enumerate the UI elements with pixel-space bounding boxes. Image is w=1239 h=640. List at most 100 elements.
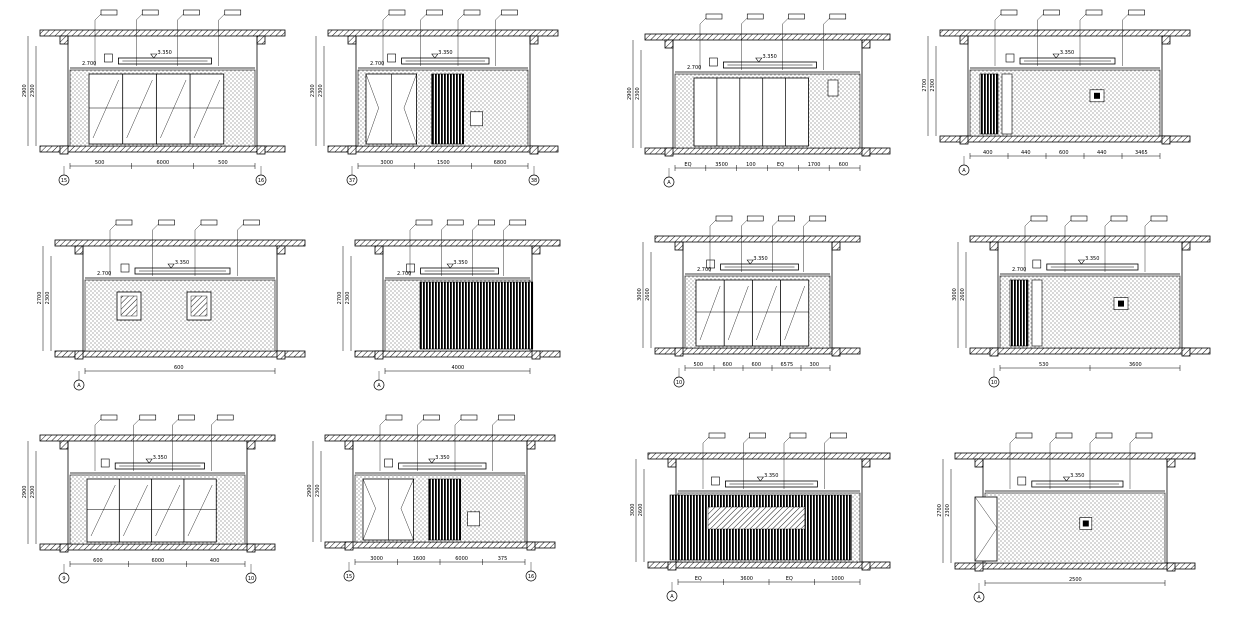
material-tag <box>1150 215 1168 222</box>
ceiling-trough <box>1046 263 1139 271</box>
wall-art-inner <box>1094 92 1100 99</box>
width-dimension: 1000 <box>831 576 844 582</box>
leader-line <box>454 418 462 426</box>
glass-reflection <box>155 484 181 537</box>
width-dimension: 6575 <box>781 362 794 368</box>
door-frame <box>1031 279 1043 347</box>
column-stub <box>374 350 384 360</box>
column-stub <box>664 39 674 49</box>
door <box>974 496 998 562</box>
glass-reflection <box>728 285 749 341</box>
ceiling-level-label: 3.350 <box>453 260 467 266</box>
height-dimension: 2300 <box>310 84 316 97</box>
column-stub <box>276 350 286 360</box>
leader-line <box>136 13 143 21</box>
axis-bubble <box>255 174 267 186</box>
shelving <box>1009 279 1029 347</box>
width-dimension: 3600 <box>740 576 753 582</box>
axis-label: 10 <box>248 576 254 582</box>
column-stub <box>526 541 536 551</box>
column-stub <box>531 350 541 360</box>
axis-bubble <box>973 591 985 603</box>
axis-label: 9 <box>62 576 65 582</box>
material-tag <box>498 414 515 421</box>
secondary-level-label: 2.700 <box>370 61 384 67</box>
light-fixture <box>711 476 720 486</box>
axis-label: 16 <box>528 574 534 580</box>
ceiling-level-label: 3.350 <box>1060 50 1074 56</box>
ceiling-trough <box>1031 480 1124 488</box>
column-stub <box>674 347 684 357</box>
material-tag <box>463 9 481 16</box>
leader-line <box>824 436 831 444</box>
door-swing <box>403 107 417 145</box>
leader-line <box>803 219 810 227</box>
width-dimension: 3600 <box>1129 362 1142 368</box>
column-stub <box>256 145 266 155</box>
leader-line <box>1024 219 1032 227</box>
width-dimension: 1500 <box>437 160 450 166</box>
column-stub <box>1161 35 1171 45</box>
column-stub <box>59 145 69 155</box>
ceiling-slab <box>954 452 1196 460</box>
axis-bubble <box>528 174 540 186</box>
leader-line <box>1079 13 1087 21</box>
material-tag <box>1015 432 1033 439</box>
column-stub <box>831 347 841 357</box>
column-stub <box>989 241 999 251</box>
door-swing <box>362 508 376 541</box>
height-dimension: 2600 <box>638 504 644 517</box>
glass-reflection <box>784 285 805 341</box>
leader-line <box>1122 13 1129 21</box>
width-dimension: EQ <box>777 162 784 168</box>
width-dimension: 400 <box>210 558 220 564</box>
column-stub <box>959 35 969 45</box>
light-fixture <box>1017 476 1027 486</box>
height-dimension: 2900 <box>307 484 313 497</box>
floor-slab <box>324 541 556 549</box>
width-dimension: 600 <box>839 162 849 168</box>
width-dimension: 600 <box>1059 150 1069 156</box>
picture-image <box>120 295 138 317</box>
light-fixture <box>387 53 396 63</box>
ceiling-slab <box>939 29 1191 37</box>
light-fixture <box>384 458 393 468</box>
light-fixture <box>706 259 715 269</box>
secondary-level-label: 2.700 <box>687 65 701 71</box>
material-tag <box>115 219 133 226</box>
glass-reflection <box>699 285 721 341</box>
material-tag <box>1128 9 1145 16</box>
material-tag <box>749 432 766 439</box>
axis-label: A <box>670 594 674 600</box>
ceiling-trough <box>118 57 212 65</box>
ceiling-trough <box>134 267 231 275</box>
material-tag <box>100 414 118 421</box>
column-stub <box>1181 347 1191 357</box>
width-dimension: 1700 <box>808 162 821 168</box>
axis-bubble <box>245 572 257 584</box>
material-tag <box>139 414 157 421</box>
leader-line <box>441 223 448 231</box>
material-tag <box>478 219 495 226</box>
ceiling-level-label: 3.350 <box>158 50 172 56</box>
picture-image <box>190 295 208 317</box>
light-fixture <box>120 263 130 273</box>
column-stub <box>74 245 84 255</box>
width-dimension: 600 <box>174 365 184 371</box>
material-tag <box>1110 215 1128 222</box>
leader-line <box>782 17 789 25</box>
leader-line <box>237 223 244 231</box>
floor-slab <box>39 145 286 153</box>
ceiling-trough <box>398 462 487 470</box>
column-stub <box>861 39 871 49</box>
axis-bubble <box>673 376 685 388</box>
column-stub <box>861 147 871 157</box>
axis-bubble <box>525 570 537 582</box>
height-dimension: 2700 <box>922 79 928 92</box>
material-tag <box>788 13 805 20</box>
